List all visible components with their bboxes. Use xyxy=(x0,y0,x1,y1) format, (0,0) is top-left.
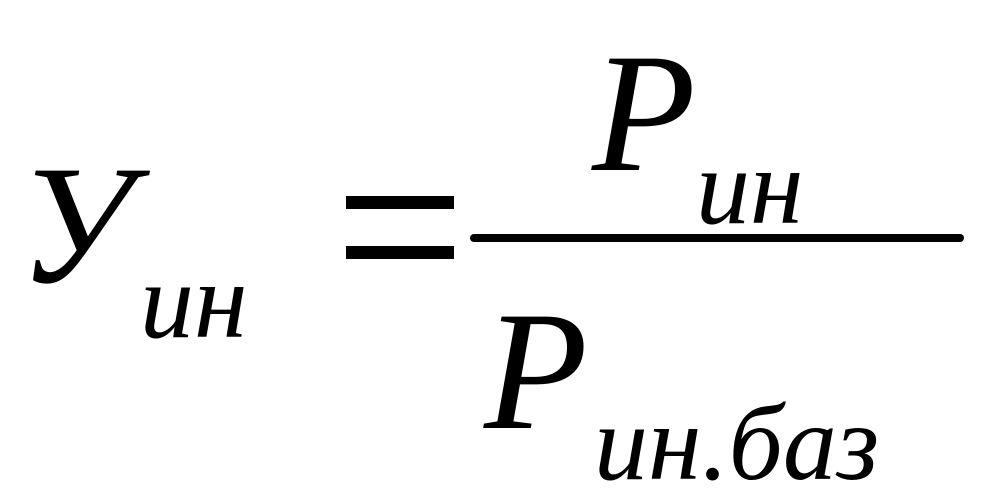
lhs-symbol: У xyxy=(18,131,133,319)
fraction-line xyxy=(470,234,964,242)
numerator-symbol: P xyxy=(592,19,696,207)
lhs-subscript: ин xyxy=(140,242,248,361)
equals-bar-top xyxy=(346,196,454,209)
numerator-subscript: ин xyxy=(696,128,804,247)
equals-bar-bottom xyxy=(346,246,454,259)
denominator-subscript: ин.баз xyxy=(594,384,880,503)
equals-sign xyxy=(346,196,454,260)
denominator-symbol: P xyxy=(484,277,588,465)
